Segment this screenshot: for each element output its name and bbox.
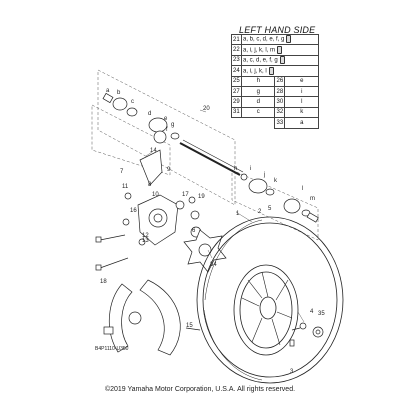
legend-pair-row: 31 c 32 k bbox=[231, 106, 319, 119]
legend-letter: d bbox=[240, 96, 276, 108]
callout-20: 20 bbox=[203, 106, 210, 112]
legend-no: 21 bbox=[231, 33, 242, 46]
legend-pair-row: 27 g 28 i bbox=[231, 85, 319, 98]
legend-no: 26 bbox=[274, 75, 286, 87]
grease-tube-icon bbox=[268, 66, 274, 75]
legend-pair-row: 29 d 30 l bbox=[231, 96, 319, 108]
callout-19: 19 bbox=[198, 194, 205, 200]
leader-lines bbox=[145, 109, 305, 323]
callout-7: 7 bbox=[120, 169, 124, 175]
legend-no: 27 bbox=[231, 85, 242, 98]
grease-tube-icon bbox=[279, 56, 285, 65]
legend-letter: h bbox=[240, 75, 276, 87]
legend-letter: l bbox=[284, 96, 319, 108]
legend-row: 21 a, b, c, d, e, f, g bbox=[231, 33, 319, 46]
letter-k: k bbox=[274, 178, 278, 184]
letter-b: b bbox=[117, 90, 121, 96]
callout-8: 8 bbox=[148, 182, 152, 188]
callout-13: 13 bbox=[142, 238, 149, 244]
legend-no: 25 bbox=[231, 75, 242, 87]
legend-letter: a bbox=[284, 117, 319, 129]
legend-text: a, i, j, k, l bbox=[241, 65, 319, 77]
grease-tube-icon bbox=[286, 35, 292, 44]
legend-no: 33 bbox=[274, 117, 286, 129]
copyright-footer: ©2019 Yamaha Motor Corporation, U.S.A. A… bbox=[104, 386, 296, 393]
legend-pair-row: 33 a bbox=[232, 117, 319, 129]
legend-letter: k bbox=[284, 106, 319, 119]
drive-shaft-assembly bbox=[102, 92, 319, 223]
legend-no: 23 bbox=[231, 54, 242, 67]
callout-1: 1 bbox=[236, 211, 240, 217]
legend-row: 24 a, i, j, k, l bbox=[231, 65, 319, 77]
grease-tube-icon bbox=[277, 45, 283, 54]
hub-nut-parts bbox=[185, 322, 324, 347]
side-title: LEFT HAND SIDE bbox=[239, 25, 316, 35]
legend-text: a, i, j, k, l, m bbox=[241, 44, 319, 56]
callout-16: 16 bbox=[130, 208, 137, 214]
callout-14: 14 bbox=[150, 148, 157, 154]
letter-c: c bbox=[131, 99, 134, 105]
callout-15: 15 bbox=[186, 323, 193, 329]
legend-letter: g bbox=[240, 85, 276, 98]
diagram-code: B4P1110-U350 bbox=[95, 346, 129, 352]
legend-no: 22 bbox=[231, 44, 242, 56]
legend-no: 24 bbox=[231, 65, 242, 77]
callout-5: 5 bbox=[268, 206, 272, 212]
letter-g: g bbox=[171, 122, 174, 128]
legend-pair-row: 25 h 26 e bbox=[231, 75, 319, 87]
letter-j: j bbox=[263, 172, 265, 178]
legend-letter: c bbox=[240, 106, 276, 119]
brake-disc bbox=[108, 279, 181, 356]
tire-wheel bbox=[196, 216, 344, 384]
legend-no: 30 bbox=[274, 96, 286, 108]
legend-letter bbox=[242, 118, 275, 128]
callout-4: 4 bbox=[310, 309, 314, 315]
wheel-hub bbox=[183, 229, 227, 273]
letter-a: a bbox=[106, 88, 110, 94]
wheel-spokes bbox=[241, 271, 293, 346]
legend-text: a, c, d, e, f, g bbox=[241, 54, 319, 67]
callout-34: 34 bbox=[210, 262, 217, 268]
knuckle-assembly bbox=[95, 149, 202, 271]
legend-table: 21 a, b, c, d, e, f, g 22 a, i, j, k, l,… bbox=[231, 33, 319, 129]
brake-pad-part bbox=[103, 326, 114, 335]
legend-no: 29 bbox=[231, 96, 242, 108]
legend-no bbox=[232, 118, 242, 128]
legend-no: 28 bbox=[274, 85, 286, 98]
legend-letter: e bbox=[284, 75, 319, 87]
callout-11: 11 bbox=[122, 184, 129, 190]
callout-9: 9 bbox=[167, 167, 171, 173]
legend-row: 23 a, c, d, e, f, g bbox=[231, 54, 319, 67]
legend-letter: i bbox=[284, 85, 319, 98]
callout-35: 35 bbox=[318, 311, 325, 317]
legend-text: a, b, c, d, e, f, g bbox=[241, 33, 319, 46]
legend-no: 31 bbox=[231, 106, 242, 119]
letter-i: i bbox=[250, 166, 251, 172]
callout-numbers: 1 2 3 4 5 6 7 8 9 10 11 12 13 14 15 16 1… bbox=[100, 106, 325, 375]
assembly-frames bbox=[91, 69, 319, 241]
letter-m: m bbox=[310, 196, 315, 202]
legend-no: 32 bbox=[274, 106, 286, 119]
letter-labels: a b c d e f g h i j k l m bbox=[106, 88, 315, 202]
letter-l: l bbox=[302, 186, 303, 192]
callout-18: 18 bbox=[100, 279, 107, 285]
letter-f: f bbox=[166, 127, 168, 133]
callout-6: 6 bbox=[192, 228, 196, 234]
callout-12: 12 bbox=[142, 233, 149, 239]
callout-10: 10 bbox=[152, 192, 159, 198]
legend-row: 22 a, i, j, k, l, m bbox=[231, 44, 319, 56]
letter-e: e bbox=[164, 116, 168, 122]
callout-2: 2 bbox=[258, 209, 262, 215]
letter-h: h bbox=[234, 166, 237, 172]
letter-d: d bbox=[148, 111, 151, 117]
callout-3: 3 bbox=[290, 369, 294, 375]
callout-17: 17 bbox=[182, 192, 189, 198]
